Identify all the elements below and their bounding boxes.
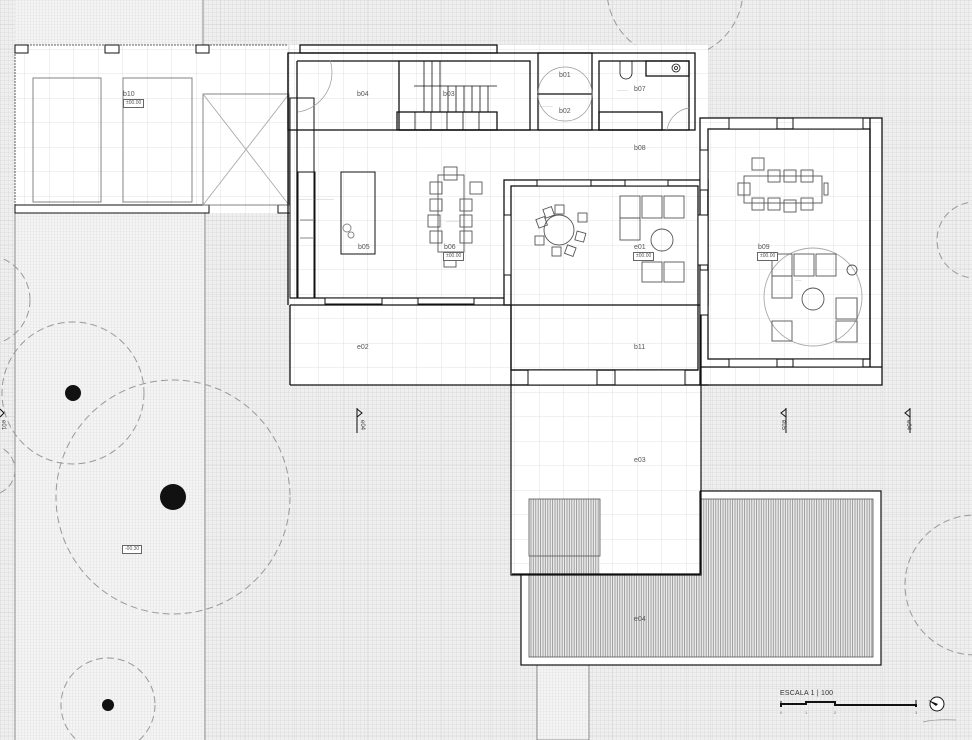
level-tag-garden: -00.30 [122, 545, 143, 554]
room-label-b11: b11 [634, 344, 646, 351]
room-label-b08: b08 [634, 145, 646, 152]
room-label-b02: b02 [559, 108, 571, 115]
north-arrow-icon [922, 696, 957, 723]
level-tag-b09: ±00.00 [757, 252, 779, 261]
scale-tick-0: 0 [780, 710, 783, 715]
room-note-b02: ────── [540, 104, 553, 108]
room-label-e03: e03 [634, 457, 646, 464]
windows [289, 97, 864, 386]
planter-e03 [528, 498, 601, 557]
room-label-b09: b09 [758, 244, 770, 251]
level-tag-b06: ±00.00 [443, 252, 465, 261]
room-label-e02: e02 [357, 344, 369, 351]
bath-fixtures [619, 61, 681, 80]
room-note-b07: ───── [617, 88, 628, 92]
stair-treads [414, 61, 497, 130]
scale-tick-2: 2 [834, 710, 837, 715]
room-label-b04: b04 [357, 91, 369, 98]
door-swings [297, 59, 690, 131]
room-note-b05: ────── ────────── [299, 197, 334, 201]
scale-tick-3: 3 [915, 710, 918, 715]
level-tag-b10: ±00.00 [123, 99, 145, 108]
room-label-e04: e04 [634, 616, 646, 623]
section-label-e05: e05 [780, 420, 786, 431]
scale-bar-title: ESCALA 1 | 100 [780, 690, 834, 697]
room-label-b07: b07 [634, 86, 646, 93]
living-e01-furniture [534, 195, 685, 283]
room-note-b06: ────── [446, 219, 459, 223]
room-note-b09: ─── [795, 278, 802, 282]
room-label-e01: e01 [634, 244, 646, 251]
section-marks [0, 408, 911, 433]
section-label-e01: e01 [0, 420, 6, 431]
room-label-b05: b05 [358, 244, 370, 251]
room-label-b03: b03 [443, 91, 455, 98]
room-label-b06: b06 [444, 244, 456, 251]
section-label-e04b: e04 [905, 420, 911, 431]
section-label-e04: e04 [359, 420, 365, 431]
kitchen [297, 171, 376, 299]
scale-bar-graphic [780, 700, 917, 707]
room-label-b10: b10 [123, 91, 135, 98]
room-label-b01: b01 [559, 72, 571, 79]
garden-lawn [15, 213, 205, 740]
scale-tick-1: 1 [805, 710, 808, 715]
level-tag-e01: ±00.00 [633, 252, 655, 261]
b09-furniture [737, 157, 863, 347]
